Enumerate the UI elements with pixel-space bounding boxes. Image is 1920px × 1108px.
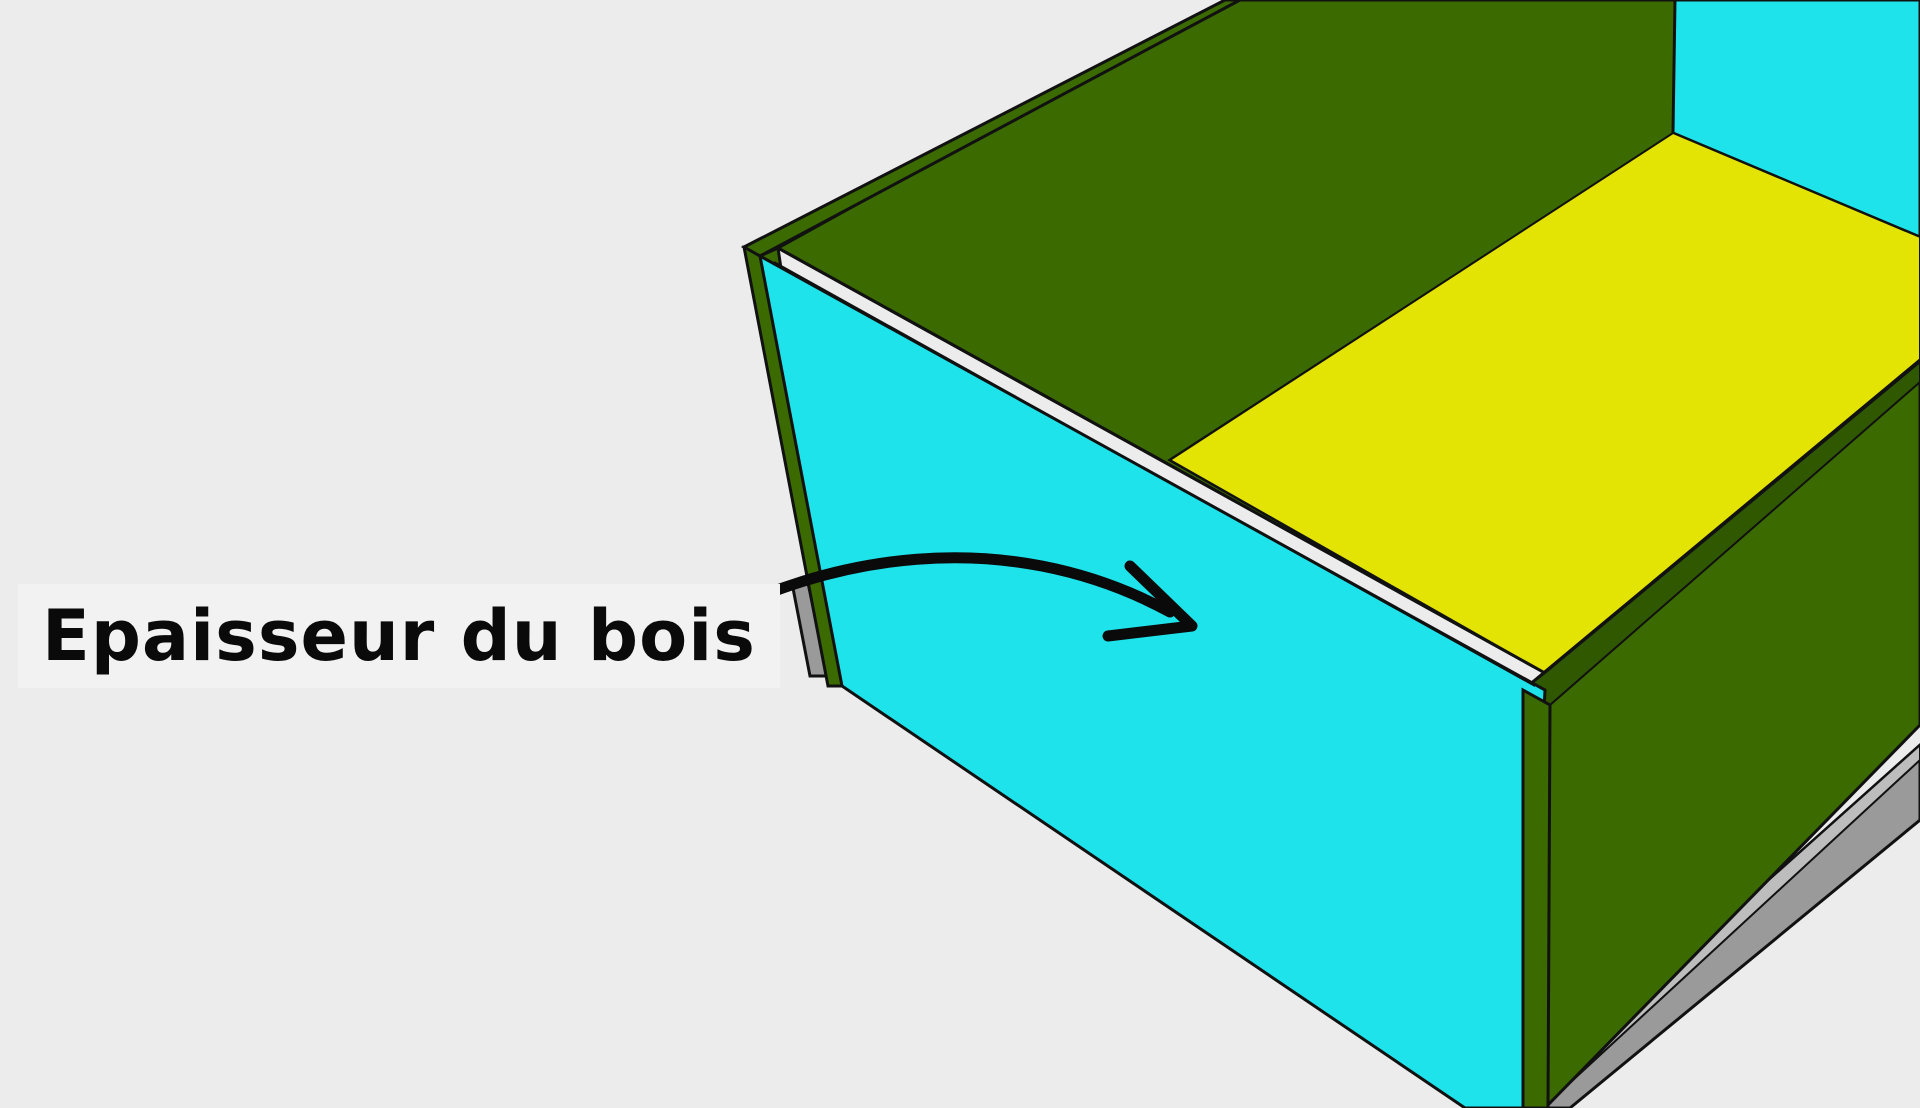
- front-panel-thickness-line: [759, 246, 1546, 675]
- front-panel-right-edge: [1521, 687, 1552, 1108]
- front-panel-inner-edge: [773, 261, 1536, 687]
- right-back-panel: [1671, 0, 1920, 239]
- annotation-label: Epaisseur du bois: [42, 595, 756, 677]
- left-panel-top-rim: [740, 0, 1241, 258]
- annotation-label-box: Epaisseur du bois: [18, 584, 780, 688]
- arrow-head: [1102, 560, 1198, 642]
